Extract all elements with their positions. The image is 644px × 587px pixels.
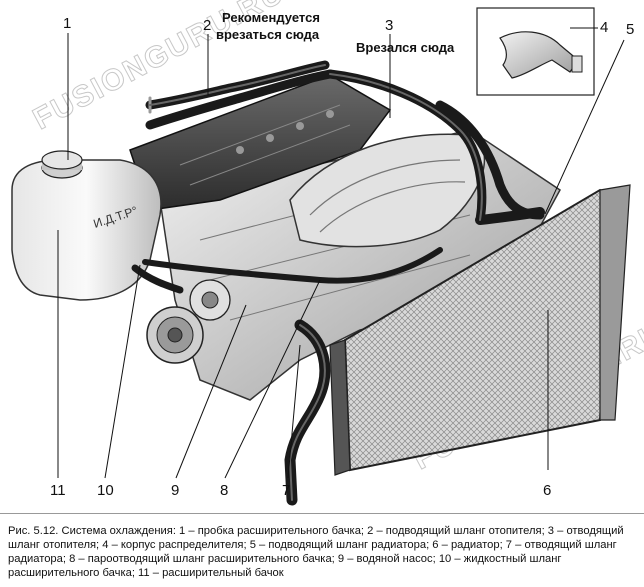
callout-9: 9 [171,482,179,499]
leader-lines [57,27,625,479]
callout-1: 1 [63,15,71,32]
callout-numbers: 1 2 3 4 5 6 7 8 9 10 11 [50,15,634,499]
note-cut-in-here: Врезался сюда [356,40,455,55]
note-recommended-line1: Рекомендуется [222,10,320,25]
annotation-notes: Рекомендуется врезаться сюда Врезался сю… [216,10,455,55]
callout-7: 7 [282,482,290,499]
caption-text: Рис. 5.12. Система охлаждения: 1 – пробк… [8,525,624,579]
distributor-housing-inset [476,7,595,96]
expansion-tank-cap [41,150,83,179]
water-pump [146,279,231,364]
cooling-system-diagram: FUSIONGURU.RU FUSIONGURU.RU FUSIONGURU.R… [11,0,644,506]
callout-3: 3 [385,17,393,34]
note-recommended-line2: врезаться сюда [216,27,320,42]
expansion-tank: И.Д.Т.Р° [11,159,162,301]
callout-2: 2 [203,17,211,34]
callout-5: 5 [626,21,634,38]
callout-4: 4 [600,19,608,36]
figure-caption: Рис. 5.12. Система охлаждения: 1 – пробк… [0,513,644,587]
callout-10: 10 [97,482,114,499]
callout-6: 6 [543,482,551,499]
callout-11: 11 [50,482,66,499]
callout-8: 8 [220,482,228,499]
